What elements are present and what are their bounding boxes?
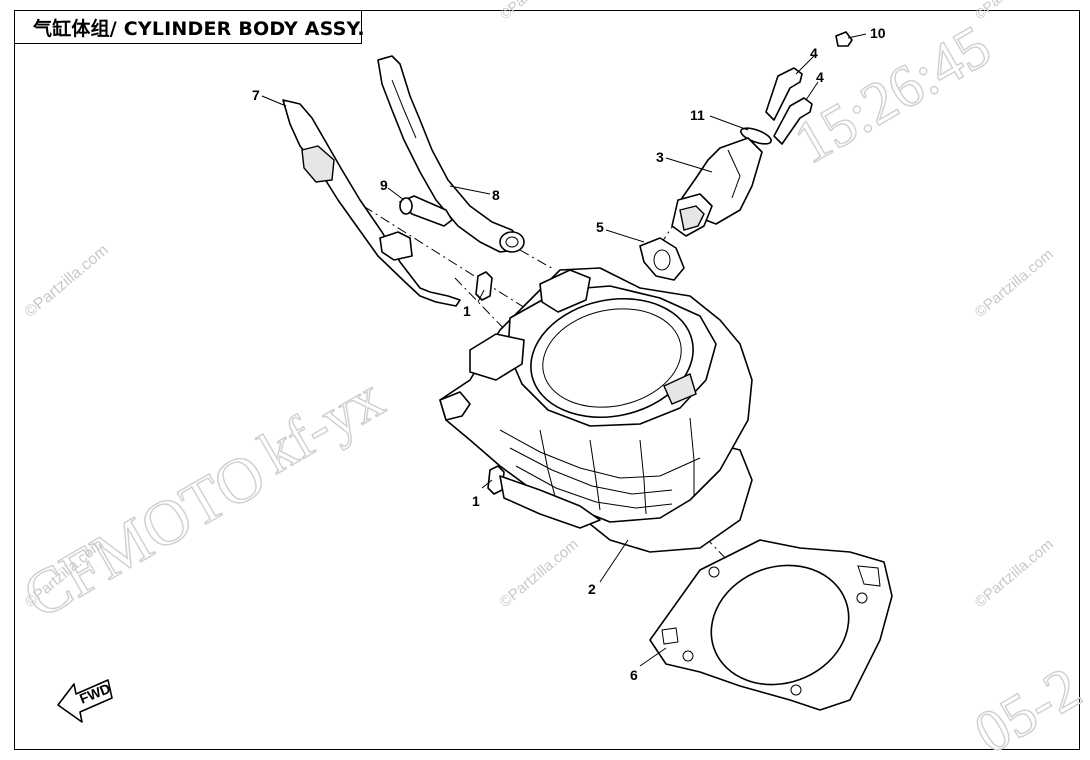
callout-4-upper: 4 — [810, 45, 818, 61]
callout-labels: 1 1 2 3 4 4 5 6 7 8 9 10 11 — [252, 25, 886, 683]
title-box: 气缸体组/ CYLINDER BODY ASSY. — [14, 10, 365, 44]
diagram-frame — [14, 10, 1080, 750]
callout-10: 10 — [870, 25, 886, 41]
watermark-partzilla: ©Partzilla.com — [972, 536, 1057, 611]
watermark-code: kf-yx — [249, 364, 395, 486]
callout-1-upper: 1 — [463, 303, 471, 319]
cylinder-body-part-2 — [439, 267, 753, 553]
watermark-partzilla: ©Partzilla.com — [972, 246, 1057, 321]
diagram-title: 气缸体组/ CYLINDER BODY ASSY. — [33, 17, 365, 40]
watermark-partzilla: ©Partzilla.com — [972, 0, 1052, 22]
watermark-time: 15:26:45 — [784, 12, 1002, 176]
bolts-part-4 — [765, 67, 813, 145]
callout-8: 8 — [492, 187, 500, 203]
leader-lines — [261, 33, 867, 667]
bolt-part-10 — [835, 31, 853, 47]
dowel-pins-part-1 — [475, 271, 505, 495]
guide-bolt-part-9 — [399, 195, 453, 227]
watermark-partzilla: ©Partzilla.com — [22, 242, 112, 321]
fwd-arrow-icon: FWD — [57, 679, 113, 723]
watermark-date: 05-2 — [964, 654, 1090, 760]
callout-7: 7 — [252, 87, 260, 103]
tensioner-guide-part-8 — [377, 55, 525, 253]
callout-3: 3 — [656, 149, 664, 165]
base-gasket-part-6 — [649, 539, 893, 711]
chain-guide-part-7 — [282, 99, 461, 307]
tensioner-gasket-part-5 — [639, 237, 685, 281]
chain-tensioner-part-3 — [671, 137, 763, 237]
callout-6: 6 — [630, 667, 638, 683]
callout-11: 11 — [690, 107, 705, 123]
callout-4-lower: 4 — [816, 69, 824, 85]
watermark-brand: CFMOTO — [12, 438, 277, 632]
o-ring-part-11 — [740, 127, 772, 145]
callout-9: 9 — [380, 177, 388, 193]
watermark-partzilla: ©Partzilla.com — [497, 536, 582, 611]
callout-5: 5 — [596, 219, 604, 235]
callout-1-lower: 1 — [472, 493, 480, 509]
watermark-partzilla: ©Partzilla.com — [497, 0, 577, 22]
callout-2: 2 — [588, 581, 596, 597]
